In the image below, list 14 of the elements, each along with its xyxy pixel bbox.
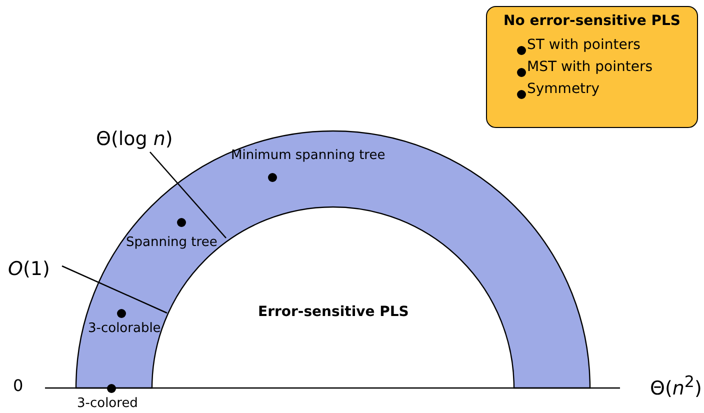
bound-label: O(1): [8, 258, 50, 280]
info-box: [486, 6, 698, 128]
axis-label: 0: [13, 376, 24, 395]
point-label: 3-colorable: [88, 321, 161, 336]
point-label: Minimum spanning tree: [231, 148, 386, 163]
point-label: 3-colored: [77, 396, 138, 411]
box-heading: No error-sensitive PLS: [502, 13, 682, 29]
region-label: Error-sensitive PLS: [258, 304, 409, 320]
list-item: MST with pointers: [527, 59, 652, 75]
axis-label: Θ(n$^{2}$): [650, 372, 702, 400]
list-item: ST with pointers: [527, 37, 640, 53]
list-item: Symmetry: [527, 81, 600, 97]
point-label: Spanning tree: [126, 235, 218, 250]
bound-label: Θ(log n): [96, 128, 173, 150]
